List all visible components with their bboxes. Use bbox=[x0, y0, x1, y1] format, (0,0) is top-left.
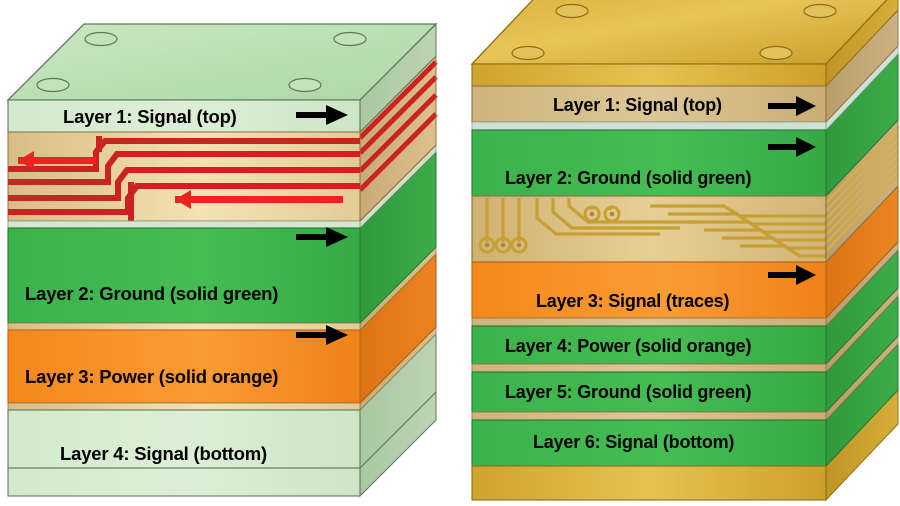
left-layer-2-band bbox=[7, 227, 361, 324]
right-layer-4-band bbox=[471, 325, 827, 365]
right-layer-3-band bbox=[471, 261, 827, 319]
left-black-arrow-layer3 bbox=[296, 325, 348, 345]
left-red-arrow-upper bbox=[18, 151, 96, 170]
left-black-arrow-layer2 bbox=[296, 227, 348, 247]
right-black-arrow-layer1 bbox=[768, 96, 816, 116]
left-red-arrow-lower bbox=[175, 190, 343, 209]
right-top-face bbox=[470, 0, 888, 65]
left-top-face bbox=[6, 23, 438, 101]
right-trace-pads bbox=[478, 205, 621, 254]
right-layer-5-band bbox=[471, 371, 827, 413]
right-layer-1-band bbox=[471, 85, 827, 123]
left-front-face bbox=[7, 99, 361, 497]
left-black-arrow-layer1 bbox=[296, 105, 348, 125]
right-via-holes bbox=[511, 3, 837, 61]
right-side-face bbox=[824, 0, 900, 502]
right-black-arrow-layer2 bbox=[768, 137, 816, 157]
left-layer-3-band bbox=[7, 329, 361, 404]
right-gold-traces bbox=[485, 198, 826, 258]
right-front-face bbox=[471, 63, 827, 501]
left-via-holes bbox=[36, 31, 367, 93]
left-dielectric-core bbox=[7, 131, 361, 222]
right-layer-2-band bbox=[471, 129, 827, 197]
right-layer-6-band bbox=[471, 419, 827, 467]
right-black-arrow-layer3 bbox=[768, 265, 816, 285]
left-layer-4-band bbox=[7, 409, 361, 469]
left-red-vias bbox=[96, 136, 134, 221]
